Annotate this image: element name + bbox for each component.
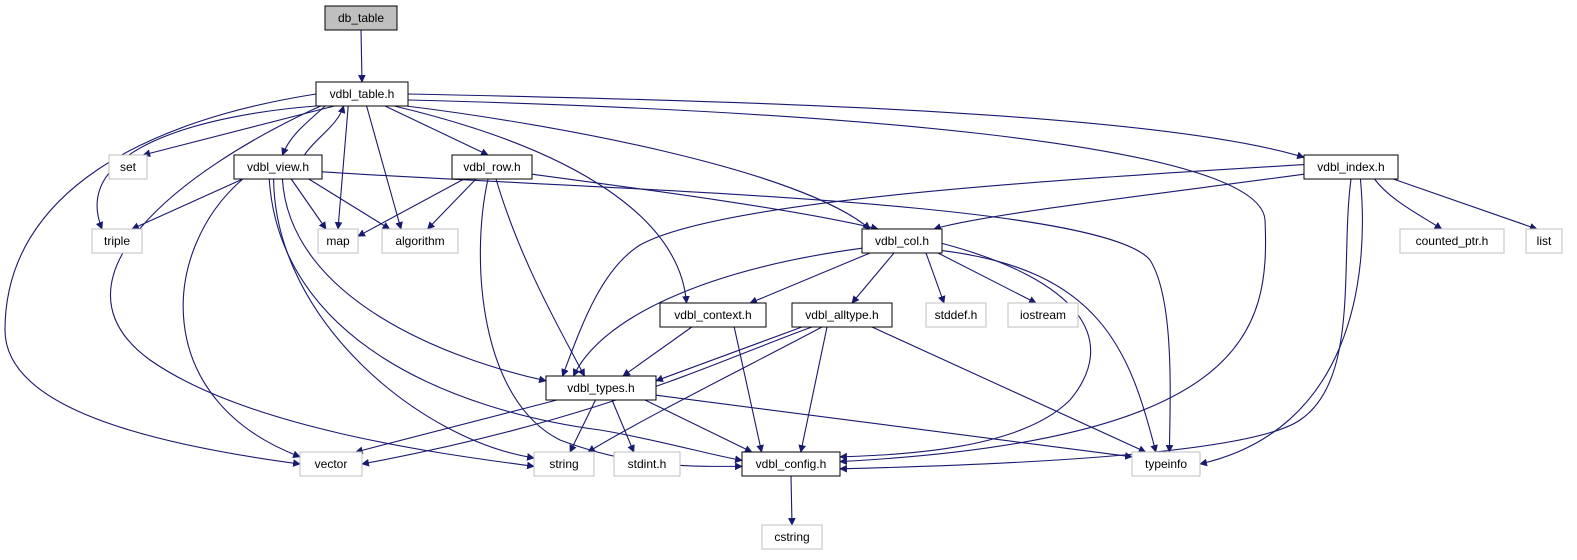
node-label: db_table	[338, 11, 384, 25]
edge-vdbl_view-to-map	[290, 178, 327, 230]
node-algorithm: algorithm	[381, 228, 459, 254]
edge-vdbl_view-to-vector	[182, 178, 301, 458]
node-counted-ptr: counted_ptr.h	[1399, 228, 1505, 254]
node-label: stdint.h	[628, 457, 667, 471]
edge-vdbl_index-to-counted_ptr	[1374, 178, 1443, 230]
edge-vdbl_alltype-to-string	[587, 326, 823, 453]
node-label: triple	[104, 234, 130, 248]
edge-vdbl_types-to-stdint	[611, 399, 635, 453]
node-label: cstring	[774, 530, 809, 544]
node-vector: vector	[299, 451, 363, 477]
edge-vdbl_table-to-vdbl_view	[281, 105, 326, 156]
node-label: list	[1537, 234, 1552, 248]
node-set: set	[108, 154, 148, 180]
node-label: vdbl_table.h	[330, 87, 395, 101]
node-stdint: stdint.h	[613, 451, 681, 477]
edge-vdbl_row-to-algorithm	[427, 178, 477, 230]
edge-vdbl_config-to-cstring	[788, 475, 796, 526]
node-vdbl-config[interactable]: vdbl_config.h	[741, 451, 841, 477]
edge-vdbl_row-to-vdbl_config	[479, 178, 743, 471]
edge-vdbl_index-to-vdbl_config	[839, 178, 1352, 473]
edge-vdbl_types-to-typeinfo	[655, 394, 1133, 460]
edge-vdbl_row-to-vdbl_col	[531, 173, 879, 232]
edge-db_table-to-vdbl_table	[358, 29, 366, 83]
edge-vdbl_col-to-iostream	[937, 252, 1037, 304]
edge-vdbl_index-to-vdbl_types	[561, 164, 1305, 377]
node-vdbl-index[interactable]: vdbl_index.h	[1303, 154, 1399, 180]
node-vdbl-table[interactable]: vdbl_table.h	[315, 81, 409, 107]
edge-vdbl_index-to-list	[1393, 178, 1538, 231]
node-vdbl-col[interactable]: vdbl_col.h	[861, 228, 943, 254]
edge-vdbl_view-to-algorithm	[308, 178, 391, 230]
node-map: map	[317, 228, 359, 254]
edge-vdbl_table-to-string	[110, 105, 535, 470]
edge-vdbl_row-to-map	[357, 178, 465, 237]
edge-vdbl_alltype-to-vdbl_types	[655, 326, 803, 383]
node-label: string	[549, 457, 578, 471]
edge-vdbl_table-to-vdbl_config	[407, 99, 1267, 466]
node-cstring: cstring	[761, 524, 823, 550]
node-label: set	[120, 160, 137, 174]
edge-vdbl_col-to-vdbl_types	[572, 247, 863, 377]
edge-vdbl_index-to-typeinfo	[1199, 178, 1363, 467]
edge-vdbl_table-to-vdbl_context	[394, 105, 690, 304]
edge-vdbl_view-to-vdbl_types	[281, 178, 547, 384]
node-label: vdbl_context.h	[674, 308, 751, 322]
node-string: string	[533, 451, 595, 477]
node-vdbl-alltype[interactable]: vdbl_alltype.h	[791, 302, 893, 328]
edge-vdbl_table-to-triple	[95, 105, 317, 230]
edge-vdbl_alltype-to-typeinfo	[871, 326, 1147, 453]
edge-vdbl_view-to-vdbl_config	[268, 178, 743, 464]
node-label: vdbl_row.h	[463, 160, 520, 174]
node-db-table: db_table	[324, 5, 398, 31]
node-triple: triple	[91, 228, 143, 254]
edge-vdbl_col-to-vdbl_config	[839, 242, 1092, 461]
edge-vdbl_context-to-vdbl_config	[733, 326, 764, 453]
edge-vdbl_table-to-vdbl_col	[406, 105, 871, 230]
edge-vdbl_index-to-vdbl_col	[933, 173, 1305, 231]
node-label: typeinfo	[1145, 457, 1187, 471]
edge-vdbl_table-to-map	[334, 105, 349, 230]
edge-vdbl_view-to-string	[273, 178, 535, 461]
node-label: vector	[315, 457, 348, 471]
node-label: vdbl_config.h	[756, 457, 827, 471]
node-label: vdbl_index.h	[1317, 160, 1384, 174]
edge-vdbl_col-to-typeinfo	[941, 250, 1158, 453]
node-vdbl-context[interactable]: vdbl_context.h	[659, 302, 767, 328]
edge-vdbl_view-to-vdbl_table	[303, 105, 346, 156]
node-label: map	[326, 234, 350, 248]
node-typeinfo: typeinfo	[1131, 451, 1201, 477]
edge-vdbl_table-to-algorithm	[366, 105, 403, 230]
node-label: vdbl_view.h	[247, 160, 309, 174]
node-label: counted_ptr.h	[1416, 234, 1489, 248]
node-label: vdbl_alltype.h	[805, 308, 878, 322]
node-vdbl-row[interactable]: vdbl_row.h	[451, 154, 533, 180]
edge-vdbl_context-to-vdbl_types	[622, 326, 693, 377]
edge-vdbl_col-to-stddef	[925, 252, 946, 304]
node-iostream: iostream	[1007, 302, 1079, 328]
edge-vdbl_table-to-vector	[4, 93, 317, 467]
edge-vdbl_types-to-vdbl_config	[644, 399, 753, 453]
edge-vdbl_row-to-vdbl_types	[495, 178, 585, 377]
edge-vdbl_types-to-vector	[355, 399, 558, 454]
edge-vdbl_col-to-vdbl_alltype	[851, 252, 895, 304]
node-label: iostream	[1020, 308, 1066, 322]
node-label: vdbl_col.h	[875, 234, 929, 248]
edge-vdbl_table-to-vdbl_index	[407, 93, 1305, 160]
node-stddef: stddef.h	[925, 302, 987, 328]
edge-vdbl_view-to-typeinfo	[321, 171, 1174, 453]
edge-vdbl_view-to-triple	[131, 178, 244, 230]
node-label: stddef.h	[935, 308, 978, 322]
node-list: list	[1525, 228, 1563, 254]
edge-vdbl_col-to-vdbl_context	[749, 252, 871, 304]
edge-vdbl_alltype-to-vdbl_config	[798, 326, 828, 453]
node-label: algorithm	[395, 234, 444, 248]
edge-vdbl_table-to-vdbl_row	[384, 105, 489, 156]
edge-vdbl_types-to-string	[569, 399, 596, 453]
node-vdbl-view[interactable]: vdbl_view.h	[233, 154, 323, 180]
node-label: vdbl_types.h	[567, 381, 634, 395]
node-vdbl-types[interactable]: vdbl_types.h	[545, 375, 657, 401]
